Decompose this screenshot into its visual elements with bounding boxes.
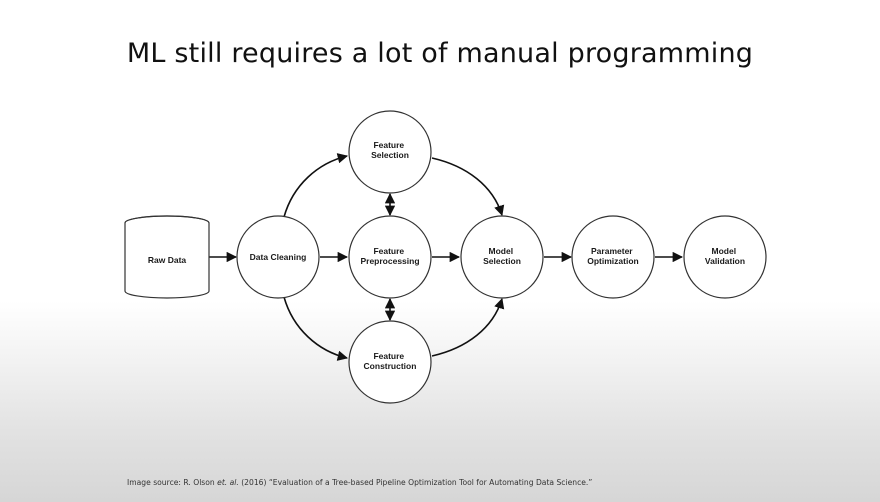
node-feature-selection: Feature Selection bbox=[348, 110, 432, 194]
citation-et-al: et. al. bbox=[217, 478, 239, 487]
edges bbox=[209, 153, 684, 361]
svg-text:Data Cleaning: Data Cleaning bbox=[250, 252, 307, 262]
svg-text:Parameter Optimization: Parameter Optimization bbox=[587, 246, 638, 266]
node-data-cleaning: Data Cleaning bbox=[236, 215, 320, 299]
svg-text:Model Validation: Model Validation bbox=[705, 246, 745, 266]
node-raw-data: Raw Data bbox=[124, 215, 210, 299]
node-label-feature-preprocessing-line2: Preprocessing bbox=[360, 256, 419, 266]
node-label-parameter-optimization-line1: Parameter bbox=[591, 246, 633, 256]
node-label-model-selection-line2: Selection bbox=[483, 256, 521, 266]
edge-cleaning-to-selection bbox=[283, 153, 349, 218]
svg-text:Model Selection: Model Selection bbox=[483, 246, 521, 266]
node-feature-preprocessing: Feature Preprocessing bbox=[348, 215, 432, 299]
edge-selection-to-model bbox=[431, 157, 505, 216]
slide-title: ML still requires a lot of manual progra… bbox=[126, 38, 754, 69]
node-label-model-selection-line1: Model bbox=[489, 246, 514, 256]
node-label-data-cleaning: Data Cleaning bbox=[250, 252, 307, 262]
node-label-feature-selection-line1: Feature bbox=[373, 140, 404, 150]
svg-text:Feature Construction: Feature Construction bbox=[364, 351, 417, 371]
node-label-parameter-optimization-line2: Optimization bbox=[587, 256, 638, 266]
citation-prefix: Image source: R. Olson bbox=[127, 478, 218, 487]
node-model-validation: Model Validation bbox=[683, 215, 767, 299]
edge-cleaning-to-construction bbox=[283, 296, 349, 361]
node-label-feature-construction-line1: Feature bbox=[373, 351, 404, 361]
citation-title: (2016) “Evaluation of a Tree-based Pipel… bbox=[238, 478, 593, 487]
node-label-feature-preprocessing-line1: Feature bbox=[373, 246, 404, 256]
node-label-feature-construction-line2: Construction bbox=[364, 361, 417, 371]
node-parameter-optimization: Parameter Optimization bbox=[571, 215, 655, 299]
svg-text:Feature Selection: Feature Selection bbox=[371, 140, 409, 160]
cylinder-top-rim bbox=[124, 215, 210, 224]
node-label-feature-selection-line2: Selection bbox=[371, 150, 409, 160]
node-label-raw-data: Raw Data bbox=[148, 255, 187, 265]
node-label-model-validation-line2: Validation bbox=[705, 256, 745, 266]
svg-text:Raw Data: Raw Data bbox=[148, 255, 187, 265]
svg-text:Feature Preprocessing: Feature Preprocessing bbox=[360, 246, 419, 266]
node-label-model-validation-line1: Model bbox=[712, 246, 737, 256]
image-source-citation: Image source: R. Olson et. al. (2016) “E… bbox=[127, 478, 592, 487]
edge-construction-to-model bbox=[431, 298, 505, 357]
node-model-selection: Model Selection bbox=[460, 215, 544, 299]
node-feature-construction: Feature Construction bbox=[348, 320, 432, 404]
